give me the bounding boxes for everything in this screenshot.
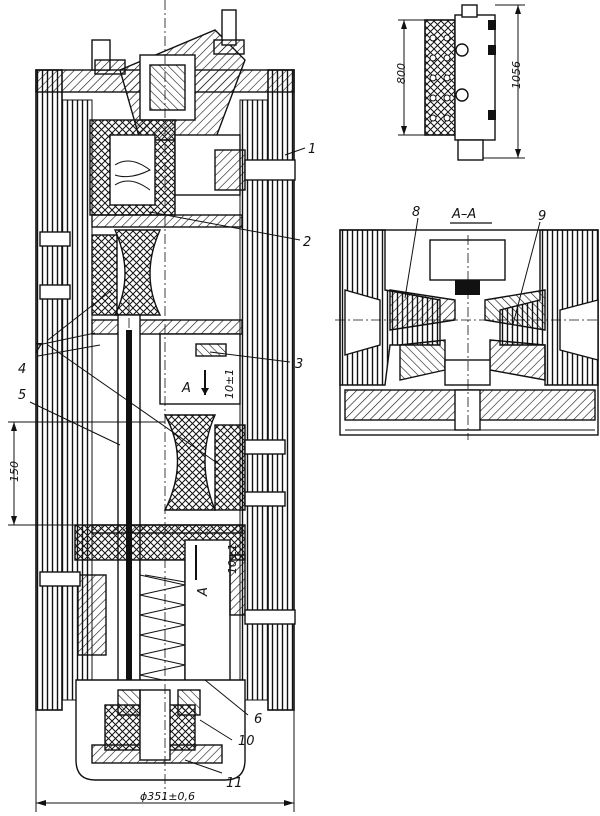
- callout-11: 11: [226, 776, 243, 791]
- callout-1: 1: [308, 142, 316, 157]
- middle-buffer: [163, 414, 286, 511]
- section-a-a-view: A–A 8 9: [335, 205, 599, 440]
- callout-6: 6: [254, 712, 262, 727]
- spring-assembly: [39, 539, 296, 701]
- callout-10: 10: [238, 734, 255, 749]
- callout-7: 7: [34, 342, 43, 357]
- base-assembly: [75, 679, 246, 781]
- top-head-assembly: [89, 9, 296, 216]
- left-upright: [35, 69, 63, 711]
- callout-8: 8: [412, 205, 420, 220]
- diameter-dimension: ϕ351±0,6: [140, 790, 195, 803]
- tolerance-label: 10±1: [223, 369, 236, 399]
- section-marker-bottom: A: [196, 587, 211, 597]
- overview-view: 800 1056: [395, 4, 525, 161]
- upper-buffer: [39, 214, 243, 316]
- callout-2: 2: [303, 235, 311, 250]
- stroke-dimension: 150: [8, 461, 21, 482]
- overall-dimension: 1056: [510, 61, 523, 89]
- callout-5: 5: [18, 388, 26, 403]
- callout-4: 4: [18, 362, 26, 377]
- section-marker-top: A: [181, 381, 191, 396]
- callout-9: 9: [538, 209, 546, 224]
- middle-plate: [91, 319, 243, 335]
- leader-lines: [29, 147, 306, 774]
- section-title: A–A: [451, 207, 476, 222]
- tolerance-label-lower: 10±1: [226, 544, 239, 574]
- main-sectional-view: A A 10±1 10±1 150 ϕ351±0,6: [8, 0, 316, 812]
- height-dimension: 800: [395, 63, 408, 84]
- callout-3: 3: [295, 357, 303, 372]
